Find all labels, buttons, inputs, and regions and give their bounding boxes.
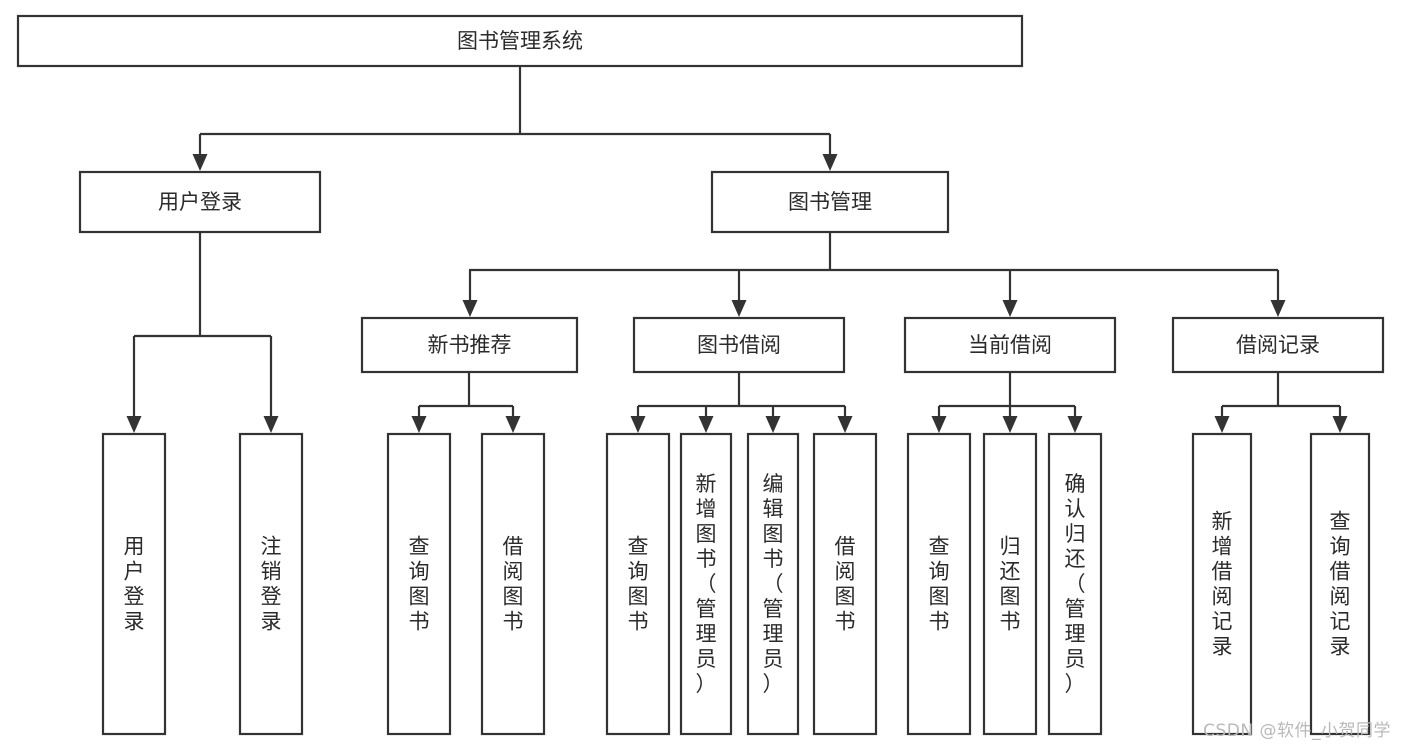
arrow-head-icon — [837, 416, 853, 433]
node-new-book-recommend[interactable]: 新书推荐 — [360, 316, 579, 374]
connector-edge-record-children — [1220, 372, 1342, 420]
arrow-head-icon — [931, 416, 947, 433]
node-box-leaf-user-login[interactable] — [101, 432, 167, 736]
node-label-user-login: 用户登录 — [158, 190, 242, 214]
connector-edge-current-children — [937, 372, 1077, 420]
node-root[interactable]: 图书管理系统 — [16, 14, 1024, 68]
node-leaf-return-book[interactable]: 归还图书 — [982, 432, 1038, 736]
arrow-head-icon — [1332, 416, 1348, 433]
arrow-head-icon — [126, 416, 142, 433]
arrow-head-icon — [192, 154, 208, 171]
node-leaf-query-book-3[interactable]: 查询图书 — [906, 432, 972, 736]
node-leaf-borrow-book-2[interactable]: 借阅图书 — [812, 432, 878, 736]
node-box-leaf-return-book[interactable] — [982, 432, 1038, 736]
connector-edge-book-manage-children — [468, 232, 1280, 304]
node-label-new-book-recommend: 新书推荐 — [428, 333, 512, 357]
node-label-leaf-user-login: 用户登录 — [124, 535, 145, 634]
node-box-leaf-query-book-2[interactable] — [605, 432, 671, 736]
node-label-leaf-logout-login: 注销登录 — [261, 535, 282, 634]
connector-edge-borrow-children — [636, 372, 847, 420]
node-box-current-borrow[interactable] — [903, 316, 1117, 374]
node-box-user-login[interactable] — [78, 170, 322, 234]
node-borrow-record[interactable]: 借阅记录 — [1171, 316, 1385, 374]
node-label-leaf-edit-book-admin: 编辑图书（管理员） — [763, 472, 784, 696]
arrow-head-icon — [1270, 300, 1286, 317]
node-box-leaf-query-borrow-record[interactable] — [1309, 432, 1371, 736]
node-box-leaf-confirm-return-admin[interactable] — [1047, 432, 1103, 736]
arrow-head-icon — [765, 416, 781, 433]
node-box-root[interactable] — [16, 14, 1024, 68]
connector-edge-root-children — [198, 66, 832, 158]
node-leaf-borrow-book-1[interactable]: 借阅图书 — [480, 432, 546, 736]
node-label-root: 图书管理系统 — [457, 29, 583, 53]
node-label-book-manage: 图书管理 — [788, 190, 872, 214]
arrow-head-icon — [630, 416, 646, 433]
arrow-head-icon — [411, 416, 427, 433]
node-box-new-book-recommend[interactable] — [360, 316, 579, 374]
node-leaf-query-borrow-record[interactable]: 查询借阅记录 — [1309, 432, 1371, 736]
connector-layer — [126, 66, 1348, 433]
node-label-leaf-return-book: 归还图书 — [1000, 535, 1021, 634]
node-box-borrow-record[interactable] — [1171, 316, 1385, 374]
node-box-leaf-add-book-admin[interactable] — [679, 432, 733, 736]
node-box-leaf-query-book-1[interactable] — [386, 432, 452, 736]
node-box-leaf-borrow-book-2[interactable] — [812, 432, 878, 736]
node-label-leaf-add-borrow-record: 新增借阅记录 — [1212, 510, 1233, 659]
node-label-current-borrow: 当前借阅 — [968, 333, 1052, 357]
node-leaf-query-book-2[interactable]: 查询图书 — [605, 432, 671, 736]
node-book-borrow[interactable]: 图书借阅 — [632, 316, 846, 374]
arrow-head-icon — [462, 300, 478, 317]
node-leaf-confirm-return-admin[interactable]: 确认归还（管理员） — [1047, 432, 1103, 736]
node-label-leaf-borrow-book-2: 借阅图书 — [835, 535, 856, 634]
node-box-leaf-edit-book-admin[interactable] — [746, 432, 800, 736]
node-layer: 图书管理系统用户登录图书管理新书推荐图书借阅当前借阅借阅记录用户登录注销登录查询… — [16, 14, 1385, 736]
node-label-borrow-record: 借阅记录 — [1236, 333, 1320, 357]
node-box-leaf-add-borrow-record[interactable] — [1191, 432, 1253, 736]
node-box-leaf-logout-login[interactable] — [238, 432, 304, 736]
arrow-head-icon — [1067, 416, 1083, 433]
node-label-leaf-query-book-1: 查询图书 — [409, 535, 430, 634]
node-current-borrow[interactable]: 当前借阅 — [903, 316, 1117, 374]
node-book-manage[interactable]: 图书管理 — [710, 170, 950, 234]
connector-edge-recommend-children — [417, 372, 515, 420]
node-label-leaf-query-book-2: 查询图书 — [628, 535, 649, 634]
arrow-head-icon — [505, 416, 521, 433]
node-leaf-add-book-admin[interactable]: 新增图书（管理员） — [679, 432, 733, 736]
arrow-head-icon — [731, 300, 747, 317]
connector-edge-user-login-children — [132, 232, 273, 420]
node-label-book-borrow: 图书借阅 — [697, 333, 781, 357]
node-leaf-edit-book-admin[interactable]: 编辑图书（管理员） — [746, 432, 800, 736]
node-label-leaf-add-book-admin: 新增图书（管理员） — [696, 472, 717, 696]
node-label-leaf-query-book-3: 查询图书 — [929, 535, 950, 634]
node-leaf-user-login[interactable]: 用户登录 — [101, 432, 167, 736]
node-box-book-manage[interactable] — [710, 170, 950, 234]
node-leaf-query-book-1[interactable]: 查询图书 — [386, 432, 452, 736]
node-box-leaf-query-book-3[interactable] — [906, 432, 972, 736]
node-leaf-logout-login[interactable]: 注销登录 — [238, 432, 304, 736]
node-leaf-add-borrow-record[interactable]: 新增借阅记录 — [1191, 432, 1253, 736]
arrow-head-icon — [1002, 416, 1018, 433]
node-label-leaf-borrow-book-1: 借阅图书 — [503, 535, 524, 634]
node-user-login[interactable]: 用户登录 — [78, 170, 322, 234]
arrow-head-icon — [822, 154, 838, 171]
arrow-head-icon — [263, 416, 279, 433]
node-label-leaf-confirm-return-admin: 确认归还（管理员） — [1065, 472, 1086, 696]
node-box-book-borrow[interactable] — [632, 316, 846, 374]
arrow-head-icon — [698, 416, 714, 433]
node-label-leaf-query-borrow-record: 查询借阅记录 — [1330, 510, 1351, 659]
node-box-leaf-borrow-book-1[interactable] — [480, 432, 546, 736]
arrow-head-icon — [1214, 416, 1230, 433]
arrow-head-icon — [1002, 300, 1018, 317]
